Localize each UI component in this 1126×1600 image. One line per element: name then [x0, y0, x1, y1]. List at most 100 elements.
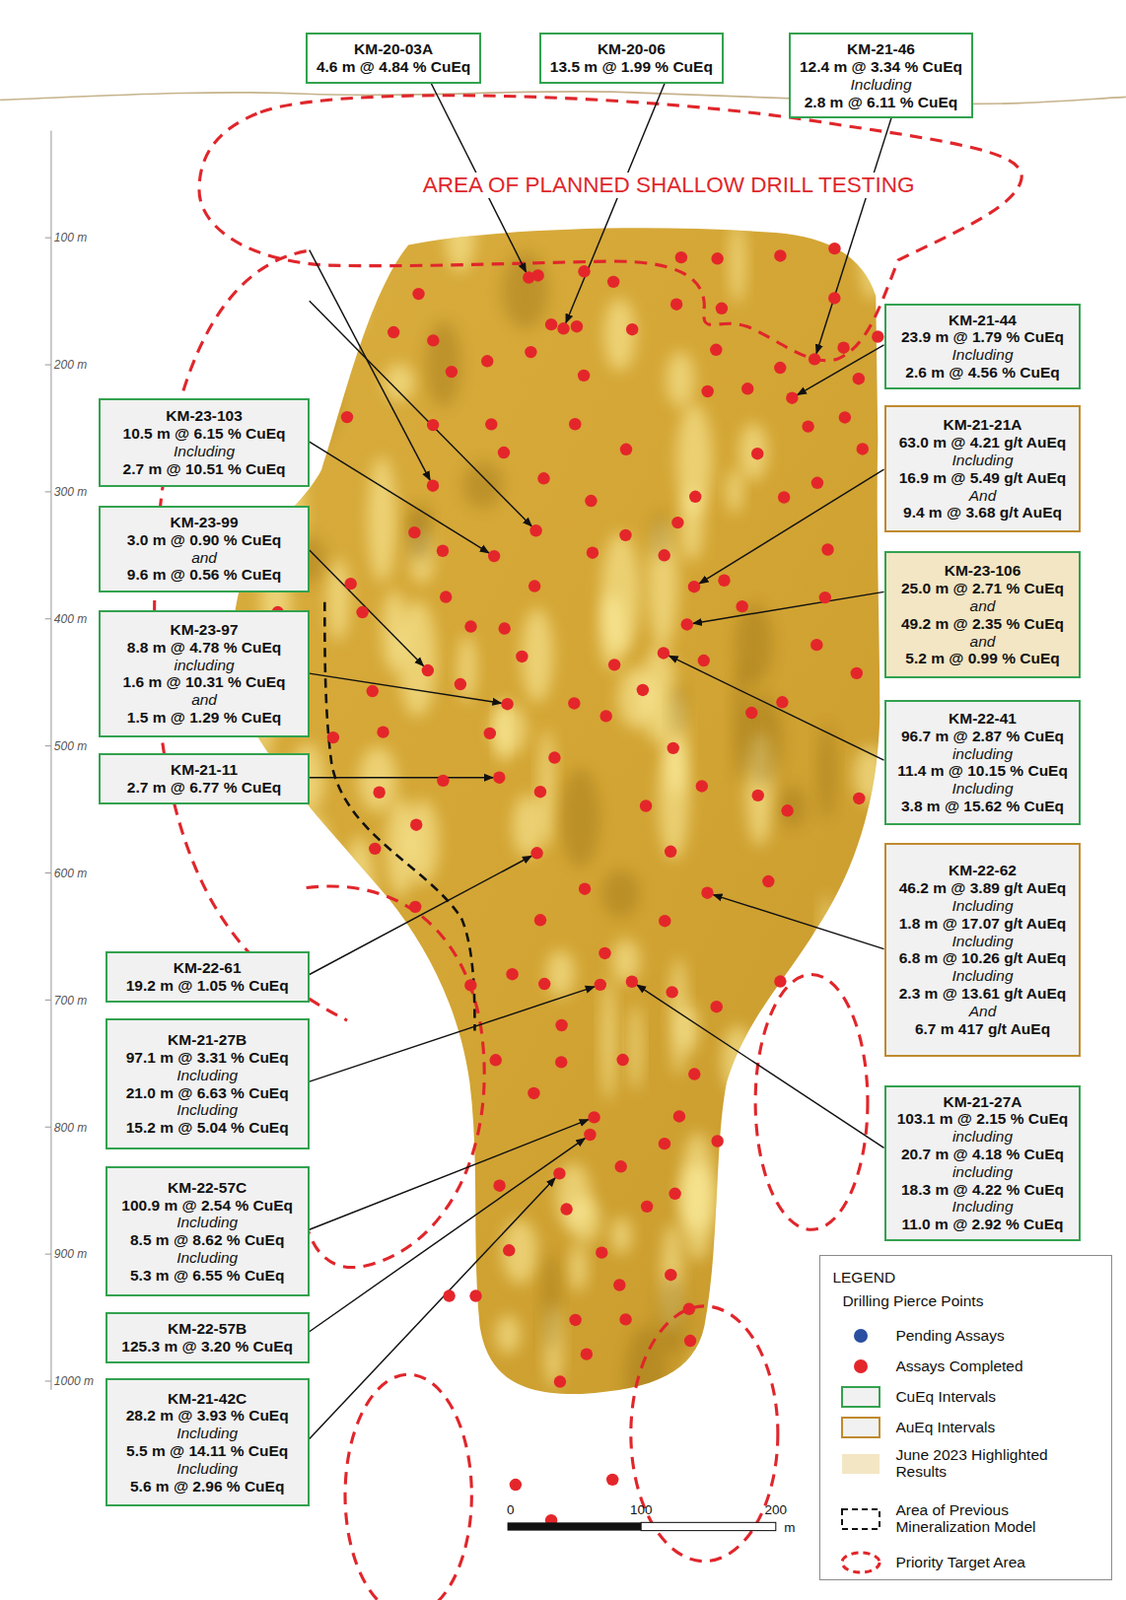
- intercept-qualifier: and: [191, 691, 217, 709]
- legend-swatch: [838, 1548, 884, 1577]
- priority-target-area: [306, 886, 486, 1268]
- intercept-qualifier: including: [952, 745, 1013, 764]
- hole-id: KM-22-41: [948, 709, 1017, 728]
- intercept-value: 2.3 m @ 13.61 g/t AuEq: [899, 985, 1067, 1003]
- scale-label: m: [783, 1519, 795, 1535]
- legend-box: LEGEND Drilling Pierce PointsPending Assa…: [819, 1255, 1112, 1580]
- scale-label: 0: [506, 1502, 515, 1518]
- box-symbol: [842, 1417, 880, 1438]
- hole-id: KM-22-57B: [167, 1320, 247, 1338]
- depth-label: 600 m: [54, 866, 87, 881]
- legend-swatch: [838, 1322, 884, 1350]
- depth-label: 700 m: [54, 993, 87, 1008]
- depth-label: 800 m: [54, 1121, 87, 1135]
- scale-label: 100: [630, 1502, 653, 1518]
- intercept-value: 5.5 m @ 14.11 % CuEq: [126, 1442, 288, 1461]
- hole-id: KM-22-57C: [167, 1179, 247, 1197]
- hole-id: KM-23-99: [170, 513, 239, 532]
- intercept-qualifier: Including: [176, 1249, 238, 1267]
- drill-intercept-box: KM-23-10310.5 m @ 6.15 % CuEqIncluding2.…: [98, 398, 309, 488]
- drill-intercept-box: KM-21-112.7 m @ 6.77 % CuEq: [98, 753, 309, 805]
- target-area-label: AREA OF PLANNED SHALLOW DRILL TESTING: [420, 172, 918, 199]
- intercept-value: 13.5 m @ 1.99 % CuEq: [550, 58, 713, 76]
- intercept-qualifier: including: [952, 1127, 1013, 1146]
- hole-id: KM-23-106: [944, 562, 1022, 580]
- depth-label: 400 m: [54, 612, 87, 627]
- legend-text: Assays Completed: [895, 1357, 1093, 1376]
- legend-heading: LEGEND: [832, 1268, 896, 1287]
- mineralized-body: [232, 227, 881, 1395]
- depth-ticks: [45, 237, 52, 1382]
- intercept-value: 21.0 m @ 6.63 % CuEq: [126, 1084, 289, 1103]
- priority-target-area: [755, 974, 868, 1230]
- legend-swatch: [838, 1383, 884, 1411]
- dashed-box-symbol: [842, 1509, 880, 1530]
- drill-intercept-box: KM-21-4612.4 m @ 3.34 % CuEqIncluding2.8…: [788, 32, 974, 119]
- drill-intercept-box: KM-23-10625.0 m @ 2.71 % CuEqand49.2 m @…: [884, 551, 1082, 679]
- drill-intercept-box: KM-22-4196.7 m @ 2.87 % CuEqincluding11.…: [884, 700, 1082, 825]
- intercept-value: 49.2 m @ 2.35 % CuEq: [901, 615, 1064, 634]
- legend-text: CuEq Intervals: [895, 1388, 1093, 1407]
- intercept-qualifier: and: [191, 549, 217, 567]
- intercept-value: 12.4 m @ 3.34 % CuEq: [799, 58, 963, 76]
- intercept-value: 1.6 m @ 10.31 % CuEq: [123, 673, 286, 692]
- hole-id: KM-21-46: [846, 40, 915, 59]
- drill-intercept-box: KM-22-6246.2 m @ 3.89 g/t AuEqIncluding1…: [884, 843, 1082, 1056]
- drill-intercept-box: KM-23-993.0 m @ 0.90 % CuEqand9.6 m @ 0.…: [98, 505, 309, 593]
- pierce-points: [237, 242, 885, 1528]
- intercept-value: 5.2 m @ 0.99 % CuEq: [905, 649, 1059, 668]
- intercept-value: 1.8 m @ 17.07 g/t AuEq: [899, 914, 1067, 933]
- intercept-qualifier: Including: [951, 451, 1013, 470]
- drill-intercept-box: KM-22-6119.2 m @ 1.05 % CuEq: [105, 951, 310, 1003]
- depth-label: 300 m: [54, 485, 87, 499]
- intercept-value: 5.6 m @ 2.96 % CuEq: [130, 1477, 284, 1496]
- hole-id: KM-20-03A: [353, 40, 433, 59]
- intercept-value: 2.8 m @ 6.11 % CuEq: [804, 93, 959, 112]
- hole-id: KM-21-27B: [167, 1031, 247, 1050]
- intercept-value: 5.3 m @ 6.55 % CuEq: [130, 1266, 284, 1285]
- hole-id: KM-22-62: [948, 861, 1017, 880]
- previous-model-outline: [324, 602, 475, 1032]
- drill-intercept-box: KM-21-21A63.0 m @ 4.21 g/t AuEqIncluding…: [884, 405, 1082, 533]
- legend-text: Pending Assays: [895, 1327, 1093, 1345]
- hole-id: KM-21-21A: [942, 416, 1022, 434]
- priority-target-area: [345, 1374, 472, 1600]
- depth-label: 200 m: [54, 357, 87, 372]
- intercept-value: 16.9 m @ 5.49 g/t AuEq: [899, 469, 1067, 488]
- drill-intercept-box: KM-21-27B97.1 m @ 3.31 % CuEqIncluding21…: [105, 1018, 310, 1150]
- dot-symbol: [853, 1329, 868, 1343]
- legend-text: June 2023 Highlighted Results: [895, 1446, 1093, 1482]
- intercept-value: 10.5 m @ 6.15 % CuEq: [123, 424, 286, 443]
- intercept-qualifier: Including: [951, 932, 1013, 951]
- intercept-value: 8.8 m @ 4.78 % CuEq: [127, 638, 282, 657]
- intercept-value: 2.7 m @ 6.77 % CuEq: [127, 778, 282, 797]
- intercept-value: 46.2 m @ 3.89 g/t AuEq: [899, 879, 1067, 898]
- intercept-value: 3.0 m @ 0.90 % CuEq: [127, 531, 282, 550]
- intercept-value: 100.9 m @ 2.54 % CuEq: [121, 1196, 293, 1215]
- depth-axis: [50, 130, 52, 1390]
- hole-id: KM-21-11: [170, 761, 238, 779]
- intercept-qualifier: Including: [951, 346, 1013, 364]
- dot-symbol: [853, 1359, 868, 1374]
- hole-id: KM-21-44: [948, 311, 1017, 330]
- intercept-qualifier: Including: [951, 967, 1013, 986]
- priority-target-area: [631, 1306, 778, 1562]
- scale-label: 200: [765, 1502, 788, 1518]
- hole-id: KM-20-06: [597, 40, 666, 59]
- drill-intercept-box: KM-22-57C100.9 m @ 2.54 % CuEqIncluding8…: [105, 1166, 310, 1296]
- intercept-qualifier: and: [970, 633, 996, 651]
- legend-swatch: [838, 1352, 884, 1381]
- intercept-qualifier: including: [952, 1163, 1013, 1182]
- intercept-value: 23.9 m @ 1.79 % CuEq: [901, 328, 1064, 347]
- intercept-qualifier: Including: [176, 1460, 238, 1478]
- legend-swatch: [838, 1505, 884, 1534]
- intercept-value: 20.7 m @ 4.18 % CuEq: [901, 1145, 1064, 1164]
- intercept-value: 18.3 m @ 4.22 % CuEq: [901, 1181, 1064, 1199]
- depth-label: 500 m: [54, 739, 87, 754]
- intercept-value: 96.7 m @ 2.87 % CuEq: [901, 727, 1064, 746]
- legend-swatch: [838, 1450, 884, 1478]
- legend-heading: Drilling Pierce Points: [842, 1292, 984, 1311]
- intercept-value: 2.7 m @ 10.51 % CuEq: [123, 460, 286, 479]
- intercept-value: 125.3 m @ 3.20 % CuEq: [121, 1337, 293, 1356]
